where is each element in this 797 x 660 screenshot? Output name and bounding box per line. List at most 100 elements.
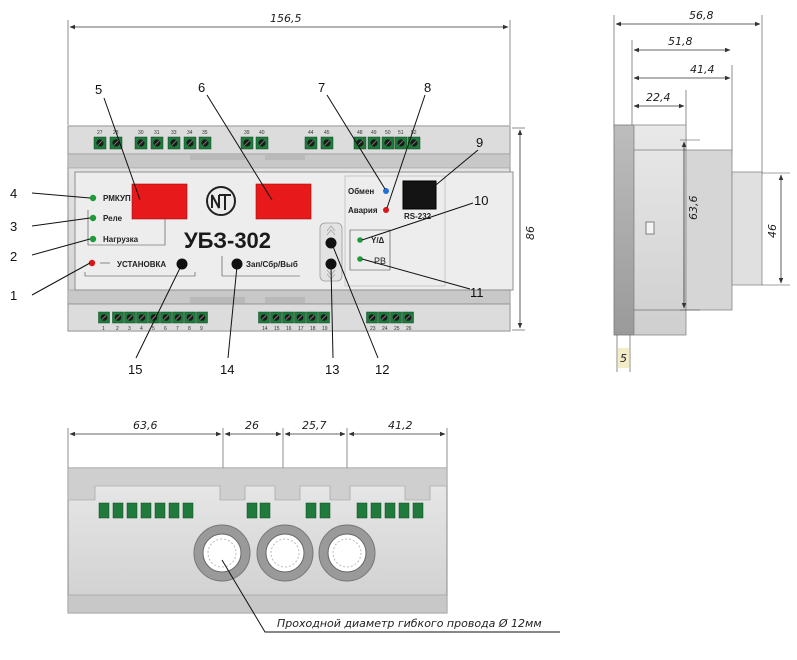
- setup-button[interactable]: [176, 258, 188, 270]
- terminal-top-50[interactable]: 50: [381, 130, 395, 150]
- bottom-dim-636: 63,6: [133, 419, 158, 432]
- terminal-label: 16: [286, 326, 292, 332]
- save-reset-button-label: Зап/Сбр/Выб: [246, 260, 298, 269]
- terminal-label: 3: [128, 326, 131, 332]
- terminal-top-34[interactable]: 34: [183, 130, 197, 150]
- callout-4: 4: [10, 186, 17, 201]
- side-dim-224: 22,4: [646, 91, 671, 104]
- terminal-bottom-15[interactable]: 15: [270, 311, 282, 332]
- display-left: [131, 183, 188, 220]
- callout-6: 6: [198, 80, 205, 95]
- led-obmen-label: Обмен: [348, 187, 374, 196]
- cable-diameter-note: Проходной диаметр гибкого провода Ø 12мм: [277, 617, 542, 630]
- bottom-view-terminal: [246, 502, 258, 519]
- terminal-bottom-23[interactable]: 23: [366, 311, 378, 332]
- terminal-bottom-1[interactable]: 1: [98, 311, 110, 332]
- terminal-top-44[interactable]: 44: [304, 130, 318, 150]
- terminal-bottom-16[interactable]: 16: [282, 311, 294, 332]
- terminal-bottom-14[interactable]: 14: [258, 311, 270, 332]
- callout-7: 7: [318, 80, 325, 95]
- terminal-label: 18: [310, 326, 316, 332]
- terminal-top-31[interactable]: 31: [150, 130, 164, 150]
- led-rmkup-label: РМКУП: [103, 194, 131, 203]
- callout-13: 13: [325, 362, 339, 377]
- bottom-view-terminal: [384, 502, 396, 519]
- terminal-top-33[interactable]: 33: [167, 130, 181, 150]
- terminal-top-45[interactable]: 45: [320, 130, 334, 150]
- terminal-label: 45: [324, 130, 330, 136]
- rs232-port[interactable]: [402, 180, 437, 210]
- terminal-bottom-24[interactable]: 24: [378, 311, 390, 332]
- callout-11: 11: [470, 285, 484, 300]
- save-reset-button[interactable]: [231, 258, 243, 270]
- terminal-bottom-19[interactable]: 19: [318, 311, 330, 332]
- terminal-bottom-8[interactable]: 8: [184, 311, 196, 332]
- terminal-bottom-3[interactable]: 3: [124, 311, 136, 332]
- bottom-view-terminal: [412, 502, 424, 519]
- cable-through-holes: [193, 524, 376, 582]
- bottom-view-terminal: [168, 502, 180, 519]
- side-dim-5: 5: [620, 352, 627, 365]
- terminal-label: 40: [259, 130, 265, 136]
- terminal-label: 7: [176, 326, 179, 332]
- callout-9: 9: [476, 135, 483, 150]
- terminal-bottom-4[interactable]: 4: [136, 311, 148, 332]
- side-dim-414: 41,4: [690, 63, 715, 76]
- terminal-label: 27: [97, 130, 103, 136]
- led-rele-label: Реле: [103, 214, 123, 223]
- button-down[interactable]: [325, 258, 337, 270]
- bottom-view: 63,6 26 25,7 41,2 Проходной диаметр гибк…: [67, 419, 560, 633]
- terminal-bottom-18[interactable]: 18: [306, 311, 318, 332]
- terminal-bottom-2[interactable]: 2: [112, 311, 124, 332]
- terminal-top-51[interactable]: 51: [394, 130, 408, 150]
- terminal-label: 2: [116, 326, 119, 332]
- terminal-label: 4: [140, 326, 143, 332]
- led-avariya-label: Авария: [348, 206, 378, 215]
- led-rele: [89, 214, 97, 222]
- terminal-top-52[interactable]: 52: [407, 130, 421, 150]
- terminal-top-40[interactable]: 40: [255, 130, 269, 150]
- bottom-view-terminal: [356, 502, 368, 519]
- display-right: [255, 183, 312, 220]
- side-body-base: [633, 124, 687, 336]
- bottom-dim-412: 41,2: [388, 419, 413, 432]
- terminal-bottom-9[interactable]: 9: [196, 311, 208, 332]
- bottom-view-terminal: [259, 502, 271, 519]
- led-rv-label: РВ: [374, 256, 386, 266]
- led-setup: [88, 259, 96, 267]
- terminal-top-49[interactable]: 49: [367, 130, 381, 150]
- button-up[interactable]: [325, 237, 337, 249]
- led-nagruzka-label: Нагрузка: [103, 235, 139, 244]
- terminal-label: 44: [308, 130, 314, 136]
- callout-14: 14: [220, 362, 234, 377]
- terminal-label: 15: [274, 326, 280, 332]
- terminal-bottom-25[interactable]: 25: [390, 311, 402, 332]
- callout-15: 15: [128, 362, 142, 377]
- terminal-bottom-26[interactable]: 26: [402, 311, 414, 332]
- side-body-front: [731, 171, 763, 286]
- terminal-bottom-6[interactable]: 6: [160, 311, 172, 332]
- terminal-label: 5: [152, 326, 155, 332]
- terminal-top-35[interactable]: 35: [198, 130, 212, 150]
- bottom-view-terminal: [98, 502, 110, 519]
- terminal-top-48[interactable]: 48: [353, 130, 367, 150]
- rs232-label: RS-232: [404, 212, 432, 221]
- callout-1: 1: [10, 288, 17, 303]
- bottom-view-terminals: [98, 502, 424, 519]
- terminal-bottom-5[interactable]: 5: [148, 311, 160, 332]
- side-din-clip: [613, 124, 635, 336]
- side-dim-636: 63,6: [687, 196, 700, 221]
- terminal-top-27[interactable]: 27: [93, 130, 107, 150]
- terminal-bottom-7[interactable]: 7: [172, 311, 184, 332]
- bottom-view-terminal: [154, 502, 166, 519]
- terminal-label: 24: [382, 326, 388, 332]
- terminal-label: 31: [154, 130, 160, 136]
- terminal-top-30[interactable]: 30: [134, 130, 148, 150]
- model-title: УБЗ-302: [184, 228, 271, 253]
- front-height-dimension: 86: [524, 226, 537, 240]
- terminal-top-39[interactable]: 39: [240, 130, 254, 150]
- terminal-bottom-17[interactable]: 17: [294, 311, 306, 332]
- led-rv: [357, 256, 363, 262]
- callout-3: 3: [10, 219, 17, 234]
